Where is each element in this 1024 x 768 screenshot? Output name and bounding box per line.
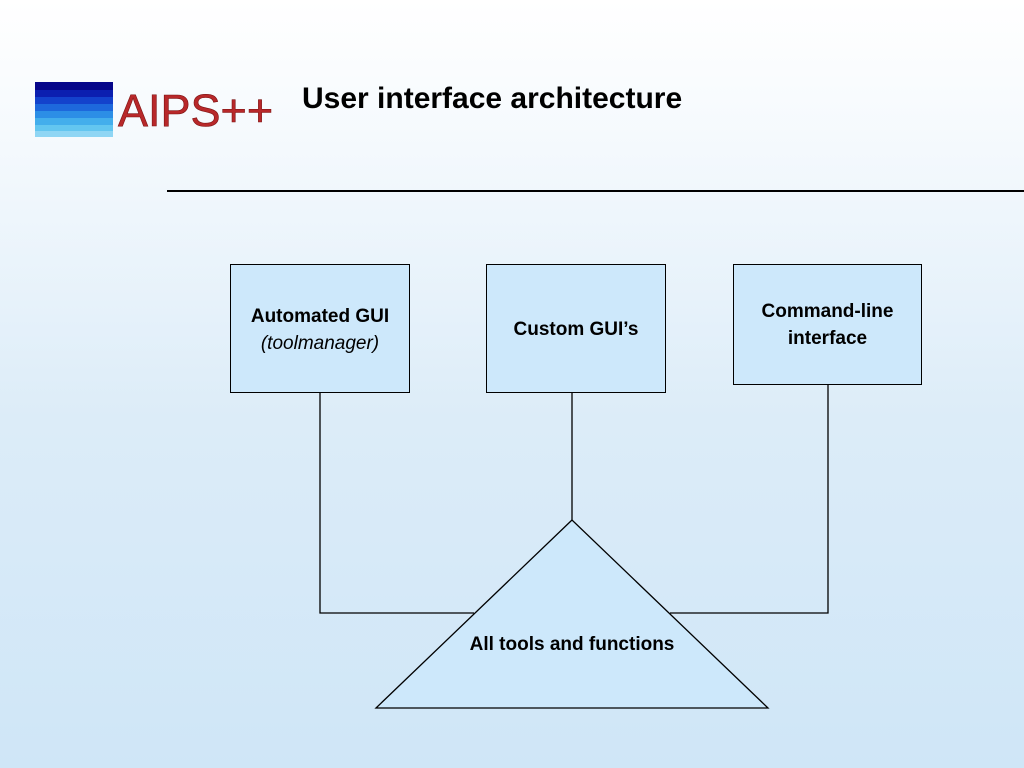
connector-command-line bbox=[670, 384, 829, 614]
box-automated-gui-label: Automated GUI bbox=[250, 306, 390, 327]
box-automated-gui: Automated GUI (toolmanager) bbox=[230, 264, 410, 393]
box-command-line-label-2: interface bbox=[787, 328, 868, 349]
title-divider bbox=[167, 190, 1024, 192]
connector-automated-gui bbox=[319, 392, 474, 614]
box-custom-guis: Custom GUI’s bbox=[486, 264, 666, 393]
box-custom-guis-label: Custom GUI’s bbox=[513, 319, 639, 340]
aips-logo-bars bbox=[35, 82, 113, 137]
aips-logo: AIPS++ bbox=[118, 85, 274, 136]
box-command-line-label-1: Command-line bbox=[761, 301, 894, 322]
base-triangle-label: All tools and functions bbox=[469, 634, 675, 655]
box-command-line: Command-line interface bbox=[733, 264, 922, 385]
base-triangle bbox=[374, 519, 770, 709]
page-title: User interface architecture bbox=[302, 82, 683, 115]
logo-text: AIPS++ bbox=[118, 85, 273, 136]
box-automated-gui-sublabel: (toolmanager) bbox=[260, 333, 380, 354]
